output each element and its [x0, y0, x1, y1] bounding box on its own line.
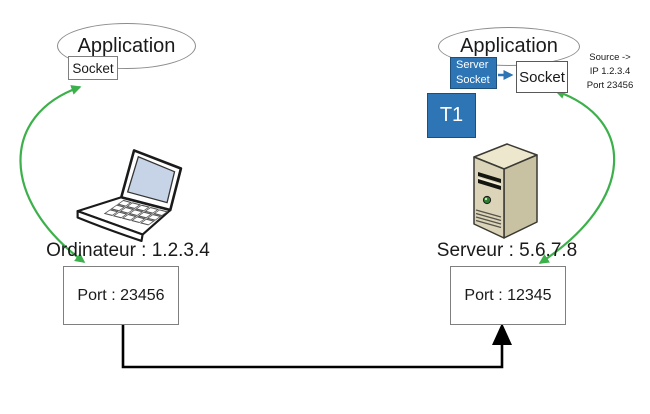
server-application-label: Application [460, 35, 558, 57]
source-annotation: Source -> IP 1.2.3.4 Port 23456 [576, 51, 644, 92]
server-socket-box: Socket [516, 61, 568, 93]
source-annotation-line2: IP 1.2.3.4 [589, 65, 631, 77]
server-serversocket-box: Server Socket [450, 57, 497, 89]
client-port-box: Port : 23456 [63, 266, 179, 325]
server-socket-label: Socket [519, 68, 565, 86]
client-socket-box: Socket [68, 56, 118, 80]
server-socket-link-arrow [538, 89, 616, 264]
server-port-label: Port : 12345 [464, 286, 552, 304]
port-connector-arrowhead [492, 323, 512, 345]
client-application-label: Application [77, 34, 176, 57]
source-annotation-line1: Source -> [589, 52, 631, 63]
source-annotation-line3: Port 23456 [586, 79, 634, 91]
client-port-label: Port : 23456 [77, 286, 165, 304]
server-serversocket-line1: Server [456, 59, 489, 72]
client-machine-label: Ordinateur : 1.2.3.4 [46, 240, 210, 261]
client-socket-label: Socket [72, 60, 114, 76]
server-machine-label: Serveur : 5.6.7.8 [436, 240, 578, 261]
t1-badge: T1 [427, 93, 476, 138]
laptop-icon [76, 149, 183, 242]
t1-label: T1 [439, 104, 464, 126]
client-socket-link-arrow [19, 85, 86, 263]
server-serversocket-line2: Socket [456, 74, 490, 86]
server-tower-icon [473, 143, 538, 239]
server-port-box: Port : 12345 [450, 266, 566, 325]
port-to-port-connector [121, 323, 504, 369]
